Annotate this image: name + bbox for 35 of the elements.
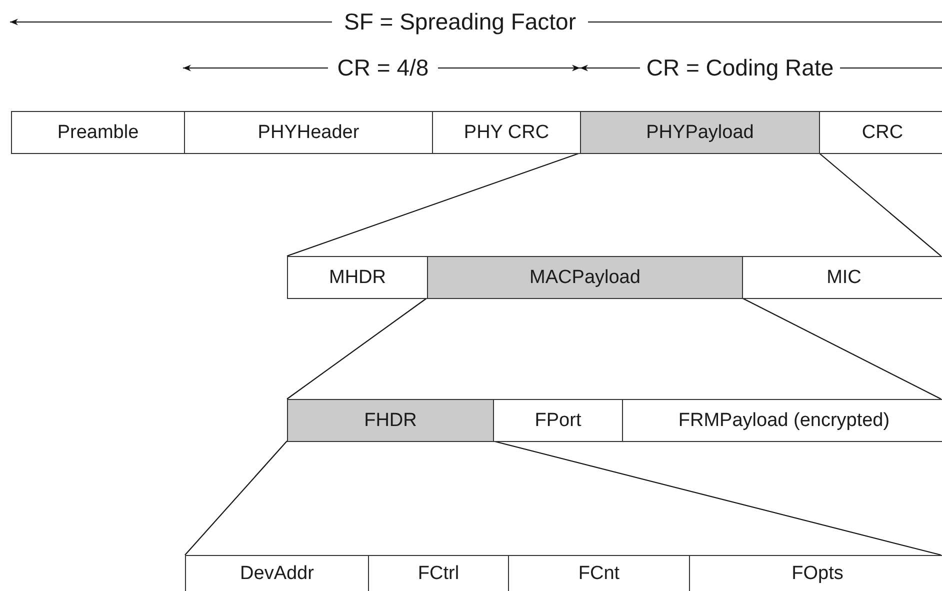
- field-name: FPort: [534, 410, 582, 432]
- field-cell: [184, 111, 433, 154]
- field-name: PHYHeader: [258, 122, 360, 144]
- field-name: MHDR: [329, 266, 386, 288]
- field-cell: [493, 399, 623, 442]
- dimension-label: SF = Spreading Factor: [344, 8, 576, 36]
- field-name: MACPayload: [530, 266, 640, 288]
- field-cell: [742, 256, 942, 299]
- field-name: Preamble: [57, 122, 139, 144]
- expansion-line: [286, 298, 428, 400]
- expansion-line: [742, 298, 942, 400]
- field-name: PHY CRC: [464, 122, 550, 144]
- dimension-label: CR = 4/8: [337, 54, 429, 82]
- dimension-label: CR = Coding Rate: [646, 54, 834, 82]
- field-cell: [287, 256, 428, 299]
- field-cell-shaded: [580, 111, 820, 154]
- field-name: FRMPayload (encrypted): [678, 410, 890, 432]
- field-cell-shaded: [287, 399, 494, 442]
- field-name: PHYPayload: [646, 122, 754, 144]
- field-name: FOpts: [792, 562, 844, 584]
- field-cell: [819, 111, 942, 154]
- expansion-line: [184, 440, 288, 556]
- field-cell: [185, 555, 369, 591]
- field-cell: [11, 111, 185, 154]
- field-cell: [622, 399, 942, 442]
- field-name: FCnt: [578, 562, 620, 584]
- field-name: DevAddr: [240, 562, 314, 584]
- field-name: MIC: [826, 266, 862, 288]
- field-cell-shaded: [427, 256, 743, 299]
- field-name: CRC: [862, 122, 904, 144]
- field-cell: [432, 111, 581, 154]
- expansion-line: [818, 152, 942, 256]
- expansion-line: [286, 152, 580, 257]
- field-name: FCtrl: [418, 562, 460, 584]
- field-name: FHDR: [364, 410, 417, 432]
